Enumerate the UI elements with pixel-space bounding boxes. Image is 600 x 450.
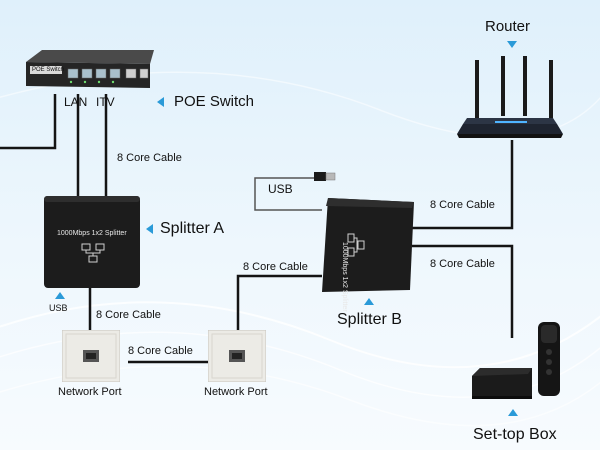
cable-label-port-2-to-splitter-b: 8 Core Cable	[243, 261, 308, 273]
router-device	[455, 54, 565, 144]
cable-splitter-b-to-set-top-box	[412, 244, 514, 338]
poe-switch-pointer-icon	[157, 97, 164, 107]
set-top-box-device	[468, 318, 572, 402]
network-port-2-device	[207, 329, 267, 383]
splitter-a-print: 1000Mbps 1x2 Splitter	[57, 230, 127, 237]
splitter-b-device: 1000Mbps 1x2 Splitter	[322, 198, 414, 312]
splitter-a-device: 1000Mbps 1x2 Splitter	[44, 196, 140, 288]
usb-plug-icon	[312, 166, 338, 186]
splitter-b-pointer-icon	[364, 298, 374, 305]
cable-label-router-to-splitter-b: 8 Core Cable	[430, 199, 495, 211]
poe-switch-label: POE Switch	[174, 93, 255, 110]
cable-label-port-1-to-port-2: 8 Core Cable	[128, 345, 193, 357]
poe-switch-device: POE Switch	[22, 44, 156, 96]
poe-switch-badge: POE Switch	[32, 67, 65, 73]
splitter-b-usb-label: USB	[268, 182, 293, 196]
network-port-2-label: Network Port	[204, 386, 268, 398]
router-label: Router	[485, 18, 531, 35]
cable-router-to-splitter-b	[412, 140, 514, 230]
splitter-b-print: 1000Mbps 1x2 Splitter	[341, 242, 348, 312]
splitter-a-usb-label: USB	[49, 303, 68, 313]
lan-port-label: LAN	[64, 95, 88, 109]
cable-port-2-to-splitter-b	[236, 274, 322, 330]
set-top-box-label: Set-top Box	[473, 426, 557, 443]
router-pointer-icon	[507, 41, 517, 48]
cable-label-switch-to-splitter-a: 8 Core Cable	[117, 152, 182, 164]
splitter-a-usb-pointer-icon	[55, 292, 65, 299]
network-port-1-device	[61, 329, 121, 383]
splitter-a-label: Splitter A	[160, 220, 225, 237]
network-port-1-label: Network Port	[58, 386, 122, 398]
cable-label-splitter-b-to-set-top-box: 8 Core Cable	[430, 258, 495, 270]
itv-port-label: ITV	[96, 95, 115, 109]
usb-cable-splitter-b	[254, 177, 322, 211]
cable-switch-left-out	[0, 94, 57, 150]
splitter-b-label: Splitter B	[337, 311, 402, 328]
cable-label-splitter-a-to-port-1: 8 Core Cable	[96, 309, 161, 321]
splitter-a-pointer-icon	[146, 224, 153, 234]
set-top-box-pointer-icon	[508, 409, 518, 416]
